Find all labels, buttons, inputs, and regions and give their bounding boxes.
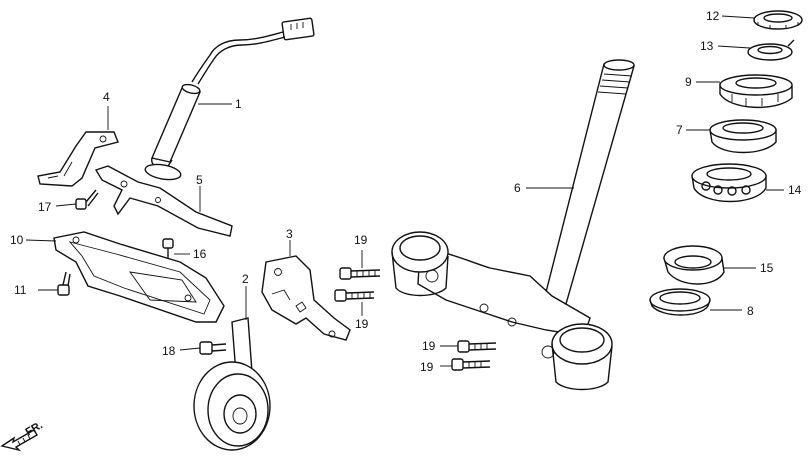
part-16-bolt — [162, 238, 174, 258]
callout-17: 17 — [38, 200, 52, 214]
part-7-dust-seal — [709, 119, 777, 154]
callout-18: 18 — [162, 344, 176, 358]
callout-19-b: 19 — [355, 317, 369, 331]
callout-15: 15 — [760, 261, 774, 275]
part-19-bolt-upper — [334, 267, 381, 302]
callout-19-d: 19 — [420, 360, 434, 374]
part-9-adjusting-nut — [719, 74, 793, 108]
callout-7: 7 — [676, 123, 683, 137]
part-15-race — [663, 245, 725, 285]
callout-11: 11 — [14, 283, 27, 297]
part-6-steering-stem — [391, 59, 635, 391]
callout-3: 3 — [286, 227, 293, 241]
part-12-nut — [753, 10, 803, 30]
callout-5: 5 — [196, 173, 203, 187]
callout-16: 16 — [193, 247, 207, 261]
callout-2: 2 — [242, 272, 249, 286]
callout-12: 12 — [706, 9, 720, 23]
callout-13: 13 — [700, 39, 714, 53]
callout-19-c: 19 — [422, 339, 436, 353]
callout-9: 9 — [685, 75, 692, 89]
front-label: FR. — [24, 419, 45, 438]
part-5-plate — [94, 165, 233, 237]
part-19-bolt-lower — [451, 340, 497, 371]
leader-lines — [25, 15, 784, 367]
callout-1: 1 — [235, 97, 242, 111]
part-2-horn — [193, 317, 271, 451]
part-10-cover — [53, 231, 225, 323]
part-4-bracket — [37, 131, 119, 187]
part-11-bolt — [57, 271, 71, 296]
callout-10: 10 — [10, 233, 24, 247]
part-17-bolt — [75, 189, 99, 210]
callout-14: 14 — [788, 183, 802, 197]
part-3-stay — [261, 255, 351, 341]
part-13-washer — [747, 39, 795, 61]
part-18-bolt — [199, 341, 227, 355]
callout-19-a: 19 — [354, 233, 368, 247]
callout-6: 6 — [514, 181, 521, 195]
part-8-seal — [649, 288, 711, 316]
callout-4: 4 — [103, 90, 110, 104]
part-14-bearing — [691, 163, 767, 203]
front-arrow-icon — [0, 429, 38, 452]
part-1-sensor-cable — [144, 17, 315, 181]
callout-8: 8 — [747, 304, 754, 318]
